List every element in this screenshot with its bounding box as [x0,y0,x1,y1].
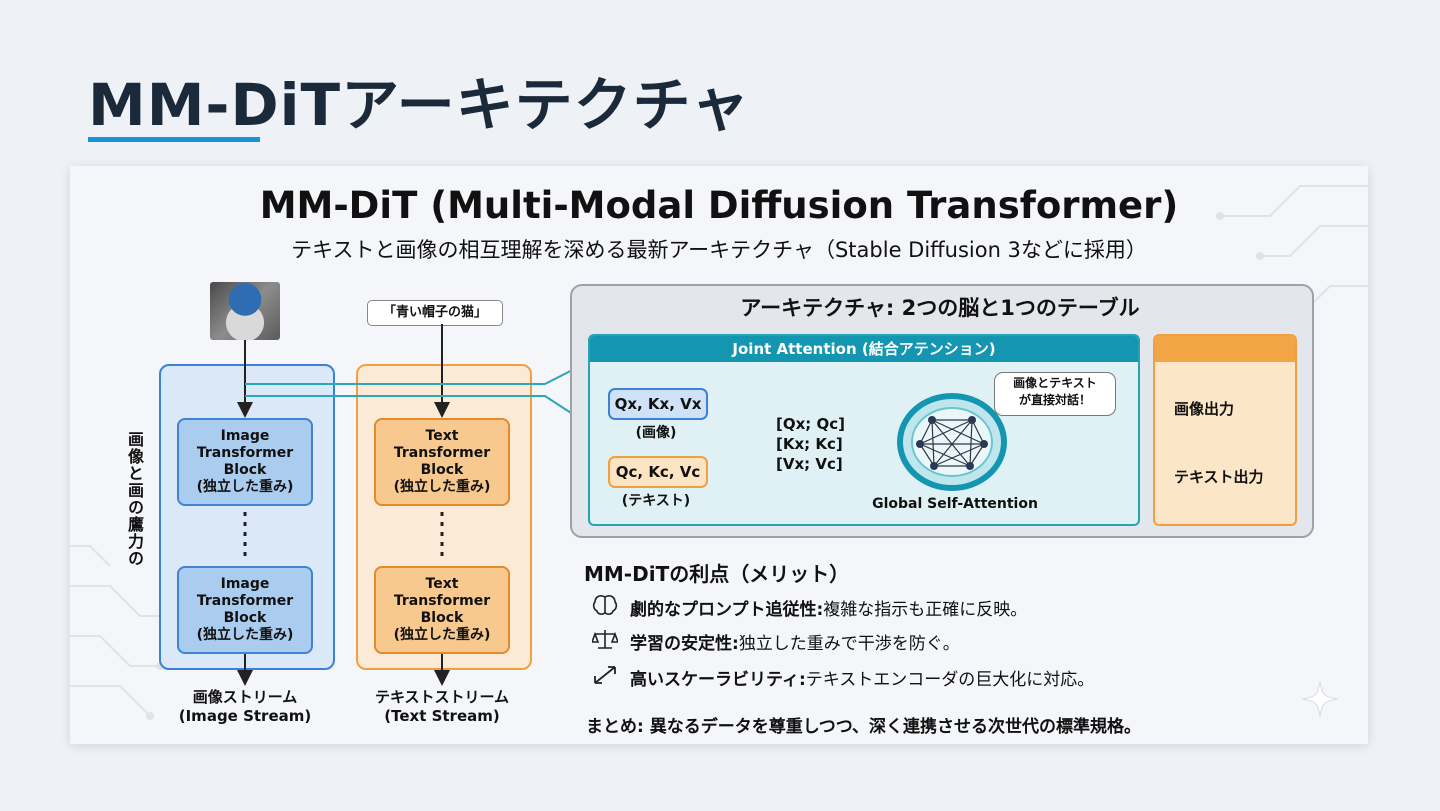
merit-text: 複雑な指示も正確に反映。 [823,600,1028,620]
input-prompt: 「青い帽子の猫」 [367,300,503,326]
output-header [1155,336,1295,362]
concat-v: [Vx; Vc] [776,455,843,473]
merit-bold: 高いスケーラビリティ: [630,670,806,690]
image-transformer-block-2: Image Transformer Block (独立した重み) [177,566,313,654]
concat-q: [Qx; Qc] [776,415,846,433]
merit-item: 学習の安定性: 独立した重みで干渉を防ぐ。 [590,628,960,655]
block-title: Image Transformer Block [196,576,294,626]
concat-matrix: [Qx; Qc] [Kx; Kc] [Vx; Vc] [776,414,845,474]
block-title: Text Transformer Block [393,428,491,478]
summary: まとめ: 異なるデータを尊重しつつ、深く連携させる次世代の標準規格。 [586,717,1142,737]
text-stream-label-en: (Text Stream) [384,707,500,725]
block-title: Text Transformer Block [393,576,491,626]
sparkle-icon [1301,680,1339,718]
scales-icon [590,628,620,655]
merit-item: 高いスケーラビリティ: テキストエンコーダの巨大化に対応。 [590,664,1094,691]
block-note: (独立した重み) [393,479,491,495]
block-title: Image Transformer Block [196,428,294,478]
qkv-image-note: (画像) [635,425,677,441]
cat-image [210,282,280,340]
output-panel [1153,334,1297,526]
vertical-label: 画像と画の鷹力の [125,431,144,567]
image-stream-label-en: (Image Stream) [178,707,312,725]
diagram-title: MM-DiT (Multi-Modal Diffusion Transforme… [259,184,1179,227]
merit-bold: 学習の安定性: [630,634,739,654]
output-image-label: 画像出力 [1174,400,1235,418]
block-note: (独立した重み) [196,479,294,495]
text-stream-label: テキストストリーム (Text Stream) [347,688,537,726]
brain-icon [590,594,620,621]
image-stream-label: 画像ストリーム (Image Stream) [150,688,340,726]
qkv-text-note: (テキスト) [621,493,691,509]
image-transformer-block-1: Image Transformer Block (独立した重み) [177,418,313,506]
qkv-text: Qc, Kc, Vc [608,456,708,488]
diagram-card: MM-DiT (Multi-Modal Diffusion Transforme… [70,166,1368,744]
global-attention-network-icon [897,393,1007,491]
concat-k: [Kx; Kc] [776,435,843,453]
merits-title: MM-DiTの利点（メリット） [584,562,850,586]
architecture-title: アーキテクチャ: 2つの脳と1つのテーブル [740,296,1140,320]
slide-title: MM-DiTアーキテクチャ [88,71,751,139]
joint-attention-header: Joint Attention (結合アテンション) [590,336,1138,362]
block-note: (独立した重み) [393,627,491,643]
merit-item: 劇的なプロンプト追従性: 複雑な指示も正確に反映。 [590,594,1027,621]
title-underline [88,137,260,142]
diagram-subtitle: テキストと画像の相互理解を深める最新アーキテクチャ（Stable Diffusi… [291,238,1147,262]
expand-arrows-icon [590,664,620,691]
text-transformer-block-1: Text Transformer Block (独立した重み) [374,418,510,506]
joint-attention-panel: Joint Attention (結合アテンション) [588,334,1140,526]
merit-bold: 劇的なプロンプト追従性: [630,600,824,620]
speech-bubble: 画像とテキスト が直接対話！ [994,372,1116,416]
text-stream-label-ja: テキストストリーム [374,688,510,706]
image-stream-label-ja: 画像ストリーム [192,688,298,706]
merit-text: テキストエンコーダの巨大化に対応。 [805,670,1095,690]
output-text-label: テキスト出力 [1174,468,1264,486]
global-attention-label: Global Self-Attention [872,496,1038,512]
block-note: (独立した重み) [196,627,294,643]
merit-text: 独立した重みで干渉を防ぐ。 [738,634,960,654]
text-transformer-block-2: Text Transformer Block (独立した重み) [374,566,510,654]
qkv-image: Qx, Kx, Vx [608,388,708,420]
